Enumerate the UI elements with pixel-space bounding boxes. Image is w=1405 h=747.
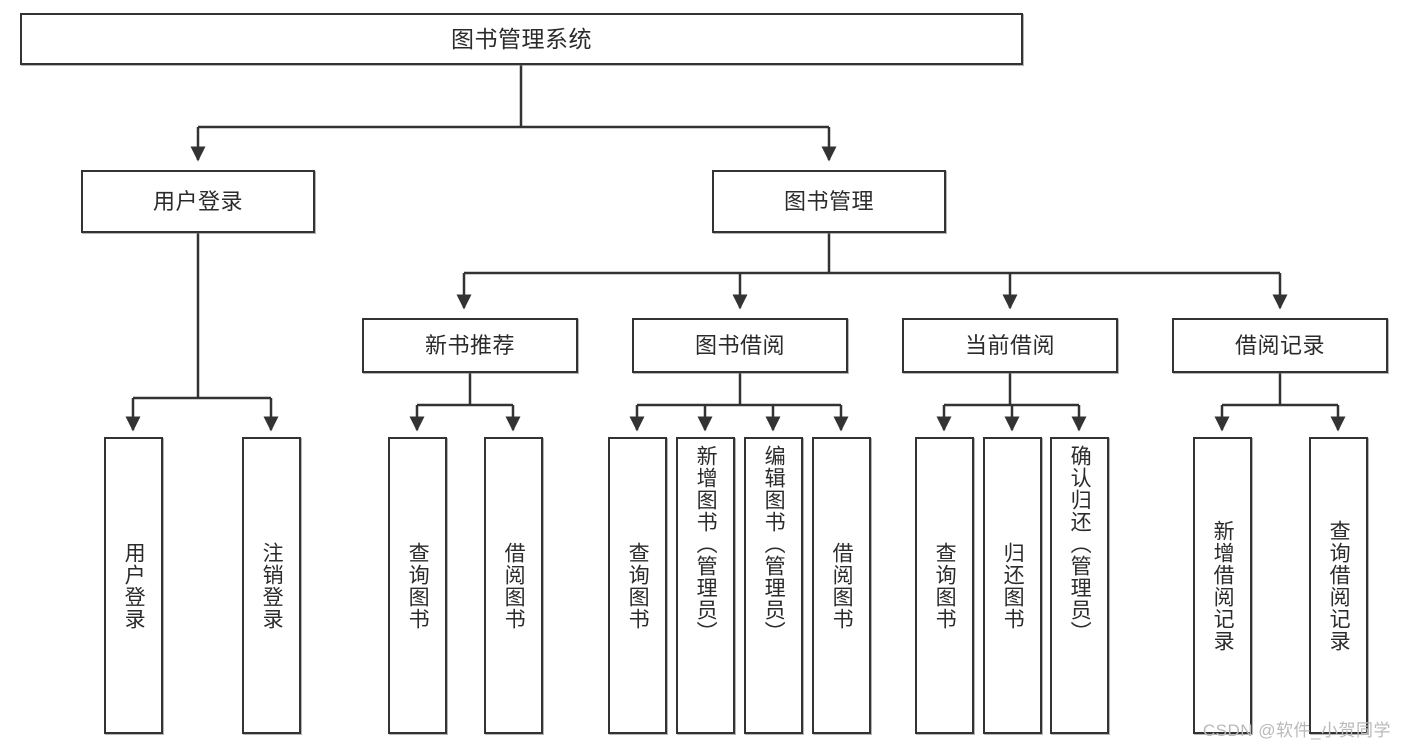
node-label: 新书推荐 bbox=[424, 332, 515, 358]
node-label: 查询图书 bbox=[626, 541, 650, 630]
node-current-borrow[interactable]: 当前借阅 bbox=[902, 318, 1118, 373]
node-leaf-logout[interactable]: 注销登录 bbox=[242, 437, 301, 734]
node-book-management[interactable]: 图书管理 bbox=[712, 170, 946, 233]
node-label: 归还图书 bbox=[1001, 541, 1025, 630]
node-label: 新增借阅记录 bbox=[1211, 519, 1235, 652]
node-root-system[interactable]: 图书管理系统 bbox=[20, 13, 1023, 65]
node-label: 注销登录 bbox=[260, 541, 284, 630]
node-label: 查询图书 bbox=[406, 541, 430, 630]
node-label: 当前借阅 bbox=[964, 332, 1055, 358]
node-leaf-borrow-book[interactable]: 借阅图书 bbox=[812, 437, 871, 734]
node-label: 图书管理 bbox=[783, 188, 874, 214]
node-leaf-borrow-book-new[interactable]: 借阅图书 bbox=[484, 437, 543, 734]
node-new-book-recommend[interactable]: 新书推荐 bbox=[362, 318, 578, 373]
node-label: 图书借阅 bbox=[694, 332, 785, 358]
node-borrow-record[interactable]: 借阅记录 bbox=[1172, 318, 1388, 373]
node-label: 查询借阅记录 bbox=[1327, 519, 1351, 652]
node-leaf-return-book[interactable]: 归还图书 bbox=[983, 437, 1042, 734]
node-leaf-edit-book-admin[interactable]: 编辑图书（管理员） bbox=[744, 437, 803, 734]
node-label: 借阅记录 bbox=[1234, 332, 1325, 358]
node-leaf-add-book-admin[interactable]: 新增图书（管理员） bbox=[676, 437, 735, 734]
node-label: 查询图书 bbox=[933, 541, 957, 630]
node-label: 借阅图书 bbox=[830, 541, 854, 630]
node-leaf-query-book-borrow[interactable]: 查询图书 bbox=[608, 437, 667, 734]
node-label: 图书管理系统 bbox=[451, 25, 592, 52]
node-label: 用户登录 bbox=[152, 188, 243, 214]
node-leaf-query-book-current[interactable]: 查询图书 bbox=[915, 437, 974, 734]
node-label: 编辑图书（管理员） bbox=[762, 445, 786, 643]
node-label: 借阅图书 bbox=[502, 541, 526, 630]
node-leaf-add-borrow-record[interactable]: 新增借阅记录 bbox=[1193, 437, 1252, 734]
node-label: 用户登录 bbox=[122, 541, 146, 630]
node-label: 确认归还（管理员） bbox=[1068, 445, 1092, 643]
watermark-text: CSDN @软件_小贺同学 bbox=[1202, 721, 1391, 740]
node-book-borrow[interactable]: 图书借阅 bbox=[632, 318, 848, 373]
node-user-login[interactable]: 用户登录 bbox=[81, 170, 315, 233]
node-leaf-query-book-new[interactable]: 查询图书 bbox=[388, 437, 447, 734]
node-leaf-query-borrow-record[interactable]: 查询借阅记录 bbox=[1309, 437, 1368, 734]
node-leaf-user-login[interactable]: 用户登录 bbox=[104, 437, 163, 734]
node-leaf-confirm-return-admin[interactable]: 确认归还（管理员） bbox=[1050, 437, 1109, 734]
node-label: 新增图书（管理员） bbox=[694, 445, 718, 643]
